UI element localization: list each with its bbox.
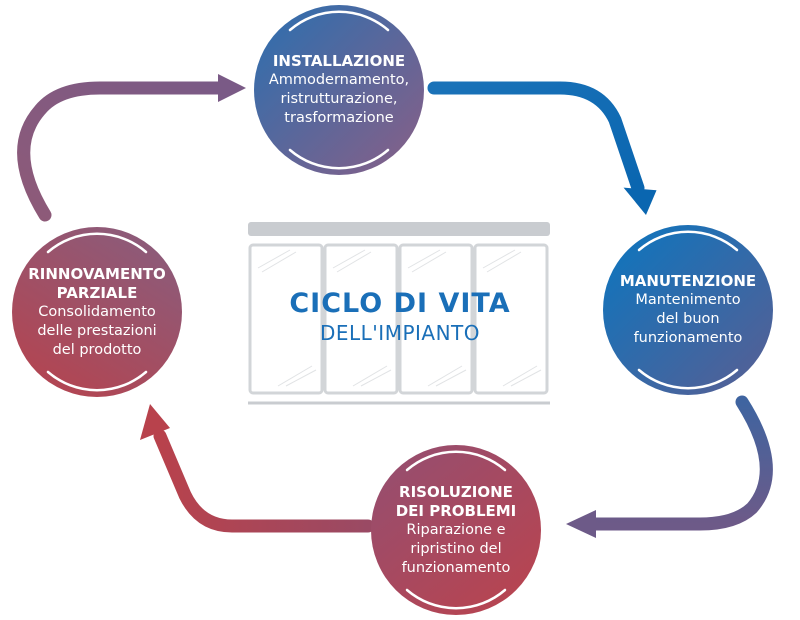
stage-desc-line: Mantenimento [635,292,741,308]
stage-desc-line: Consolidamento [38,303,156,320]
arrow-risoluzione-to-rinnovamento [140,404,375,533]
circle-installazione [254,5,424,175]
circle-rinnovamento [12,227,182,397]
stage-desc-line: ripristino del [410,540,502,557]
stage-risoluzione: RISOLUZIONE DEI PROBLEMI Riparazione e r… [376,480,536,580]
stage-manutenzione: MANUTENZIONE Mantenimento del buon funzi… [608,270,768,350]
title-line-2: DELL'IMPIANTO [319,321,481,345]
stage-title: INSTALLAZIONE [272,52,406,70]
circle-manutenzione [603,225,773,395]
diagram-title: CICLO DI VITA DELL'IMPIANTO [250,288,550,346]
stage-desc-line: funzionamento [401,559,511,576]
stage-desc-line: ristrutturazione, [280,91,398,107]
stage-desc-line: funzionamento [633,330,743,346]
arrow-installazione-to-manutenzione [427,81,657,215]
stage-desc-line: Riparazione e [406,521,506,538]
stage-desc-line: del buon [656,311,720,327]
stage-title: RINNOVAMENTO PARZIALE [28,264,166,302]
stage-title: RISOLUZIONE DEI PROBLEMI [395,482,517,520]
stage-desc-line: trasformazione [284,110,394,126]
window-illustration [248,222,550,405]
arrow-rinnovamento-to-installazione [17,74,246,222]
stage-rinnovamento: RINNOVAMENTO PARZIALE Consolidamento del… [12,262,182,362]
title-line-1: CICLO DI VITA [289,288,511,319]
arrow-manutenzione-to-risoluzione [566,395,773,538]
circle-risoluzione [371,445,541,615]
stage-desc-line: Ammodernamento, [268,72,410,88]
stage-installazione: INSTALLAZIONE Ammodernamento, ristruttur… [259,50,419,130]
stage-desc-line: del prodotto [52,341,142,358]
stage-desc-line: delle prestazioni [37,322,157,339]
stage-title: MANUTENZIONE [619,272,757,290]
